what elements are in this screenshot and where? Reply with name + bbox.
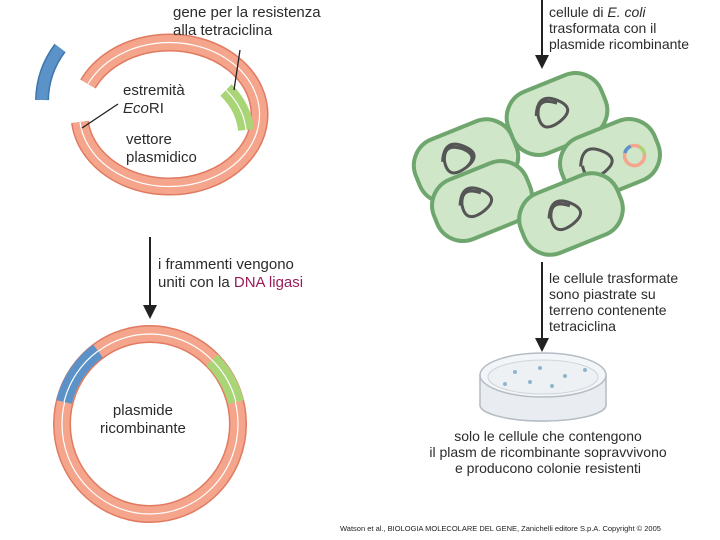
tet-gene-label: gene per la resistenza alla tetraciclina [173, 4, 321, 39]
ligation-step-label: i frammenti vengono uniti con la DNA lig… [158, 256, 304, 291]
recombinant-plasmid [53, 325, 247, 523]
plating-step-label: le cellule trasformate sono piastrate su… [549, 270, 679, 334]
open-plasmid-vector [71, 33, 269, 196]
petri-dish [479, 352, 607, 422]
copyright-credit: Watson et al., BIOLOGIA MOLECOLARE DEL G… [340, 524, 661, 533]
ecoli-cells [411, 71, 662, 257]
recombinant-plasmid-label: plasmide ricombinante [100, 402, 186, 437]
ecori-ends-label: estremità EcoRI [123, 82, 185, 117]
dna-insert-fragment [35, 43, 71, 109]
plasmid-vector-label: vettore plasmidico [126, 131, 197, 166]
selection-result-label: solo le cellule che contengono il plasm … [429, 428, 667, 476]
transformed-cells-label: cellule di E. coli trasformata con il pl… [549, 4, 690, 52]
